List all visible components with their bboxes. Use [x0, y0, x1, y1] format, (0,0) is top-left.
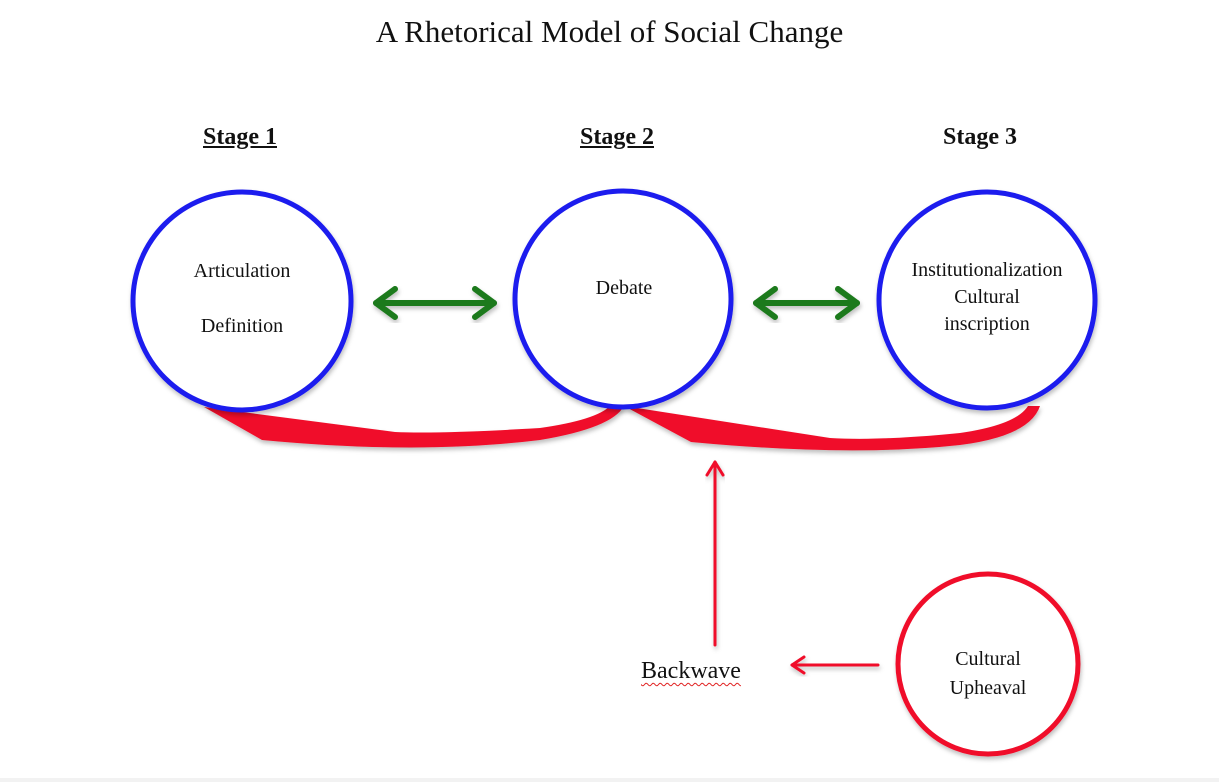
backwave-label: Backwave [641, 658, 741, 684]
backwave-up-arrow [705, 460, 725, 647]
stage-1-item: Articulation [193, 260, 291, 282]
stage-2-circle [512, 188, 734, 410]
stage-3-items: Institutionalization Cultural inscriptio… [877, 257, 1097, 338]
stage-1-heading: Stage 1 [203, 124, 277, 150]
stage-2-items: Debate [534, 275, 714, 302]
upheaval-to-backwave-arrow [790, 655, 880, 675]
upheaval-text: Cultural Upheaval [898, 645, 1078, 703]
double-arrow-stage1-stage2 [373, 286, 497, 320]
double-arrow-stage2-stage3 [753, 286, 860, 320]
stage-1-circle [130, 189, 354, 413]
backwave-swoosh-left [204, 406, 624, 448]
stage-3-circle [876, 189, 1098, 411]
stage-3-item: Cultural [954, 286, 1020, 308]
stage-3-item: inscription [944, 313, 1030, 335]
upheaval-circle [895, 571, 1081, 757]
stage-3-heading: Stage 3 [943, 124, 1017, 150]
backwave-swoosh-right [624, 406, 1040, 451]
page-bottom-edge [0, 778, 1219, 782]
upheaval-line: Cultural [955, 648, 1021, 670]
stage-2-heading: Stage 2 [580, 124, 654, 150]
stage-2-item: Debate [595, 277, 653, 299]
upheaval-line: Upheaval [949, 677, 1027, 699]
stage-3-item: Institutionalization [911, 259, 1063, 281]
stage-1-items: Articulation Definition [152, 257, 332, 340]
diagram-title: A Rhetorical Model of Social Change [375, 14, 844, 49]
stage-1-item: Definition [200, 315, 284, 337]
